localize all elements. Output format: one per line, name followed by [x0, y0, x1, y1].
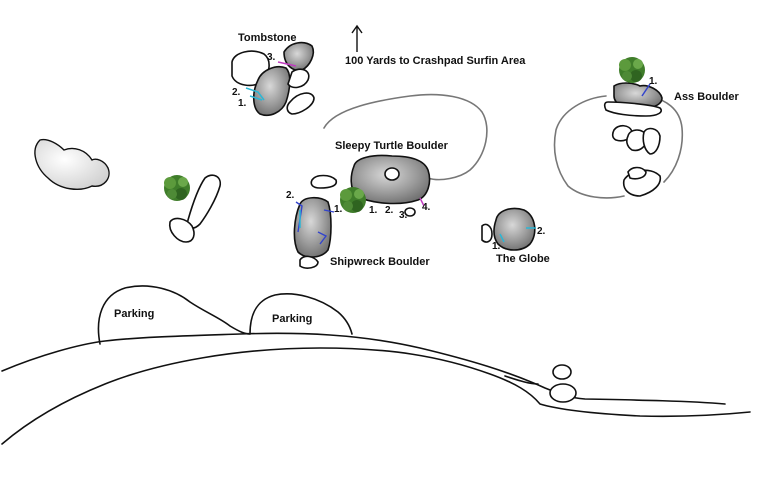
globe-boulder	[493, 207, 536, 251]
globe-problem-1: 1.	[492, 241, 501, 252]
shrub-icon	[619, 57, 645, 83]
parking-lot-2	[249, 293, 353, 335]
shipwreck-group	[293, 196, 335, 269]
road-upper-edge	[1, 332, 726, 405]
shipwreck-label: Shipwreck Boulder	[330, 256, 430, 268]
road-lower-edge	[1, 347, 751, 445]
up-arrow-icon	[351, 24, 363, 52]
lone-boulder-west	[34, 138, 110, 190]
small-boulder-west	[168, 217, 195, 243]
road-branch	[504, 375, 539, 385]
sleepy-turtle-label: Sleepy Turtle Boulder	[335, 140, 449, 152]
parking-label-2: Parking	[272, 313, 312, 325]
ass-boulder-problem-1: 1.	[649, 76, 658, 87]
ass-boulder-group	[603, 82, 663, 197]
sleepy-turtle-problem-1: 1.	[369, 205, 378, 216]
sleepy-turtle-problem-3: 3.	[399, 210, 408, 221]
tombstone-label: Tombstone	[238, 32, 296, 44]
tombstone-problem-1: 1.	[238, 98, 247, 109]
tombstone-problem-3: 3.	[267, 52, 276, 63]
roadside-rocks	[549, 364, 577, 403]
ass-boulder-area-outline	[553, 95, 684, 199]
tombstone-problem-2: 2.	[232, 87, 241, 98]
slab-boulder	[186, 174, 222, 229]
shrub-icon	[164, 175, 190, 201]
shipwreck-problem-1: 1.	[334, 204, 343, 215]
road-lines	[1, 285, 751, 445]
parking-lot-1	[97, 285, 251, 345]
sleepy-turtle-problem-2: 2.	[385, 205, 394, 216]
globe-group	[481, 207, 536, 251]
shipwreck-problem-2: 2.	[286, 190, 295, 201]
parking-label-1: Parking	[114, 308, 154, 320]
sleepy-turtle-problem-4: 4.	[422, 202, 431, 213]
tombstone-group	[231, 41, 315, 117]
sleepy-turtle-area-outline	[323, 93, 488, 181]
arrow-note-label: 100 Yards to Crashpad Surfin Area	[345, 55, 526, 67]
globe-problem-2: 2.	[537, 226, 546, 237]
ass-boulder-label: Ass Boulder	[674, 91, 740, 103]
shrub-icon	[340, 187, 366, 213]
tombstone-boulder	[252, 65, 291, 117]
globe-label: The Globe	[496, 253, 550, 265]
